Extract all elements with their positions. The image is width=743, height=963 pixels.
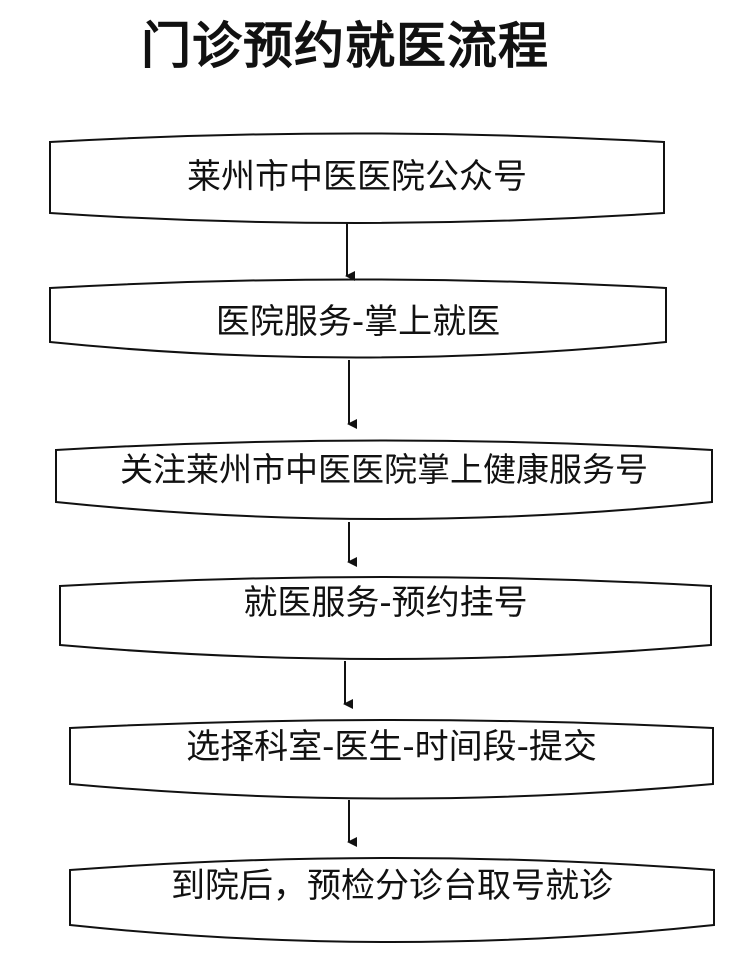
step-box-2 [49,278,667,359]
step-box-1 [49,132,665,224]
step-box-4 [59,576,712,660]
step-label-5: 选择科室-医生-时间段-提交 [186,727,597,767]
step-box-6 [69,857,715,943]
step-label-6: 到院后，预检分诊台取号就诊 [171,866,613,906]
step-label-1: 莱州市中医医院公众号 [187,157,527,197]
page-title: 门诊预约就医流程 [141,17,549,75]
step-label-3: 关注莱州市中医医院掌上健康服务号 [120,450,648,489]
step-label-2: 医院服务-掌上就医 [215,302,501,342]
step-box-3 [55,439,713,520]
step-box-5 [69,719,714,800]
step-label-4: 就医服务-预约挂号 [243,583,528,623]
